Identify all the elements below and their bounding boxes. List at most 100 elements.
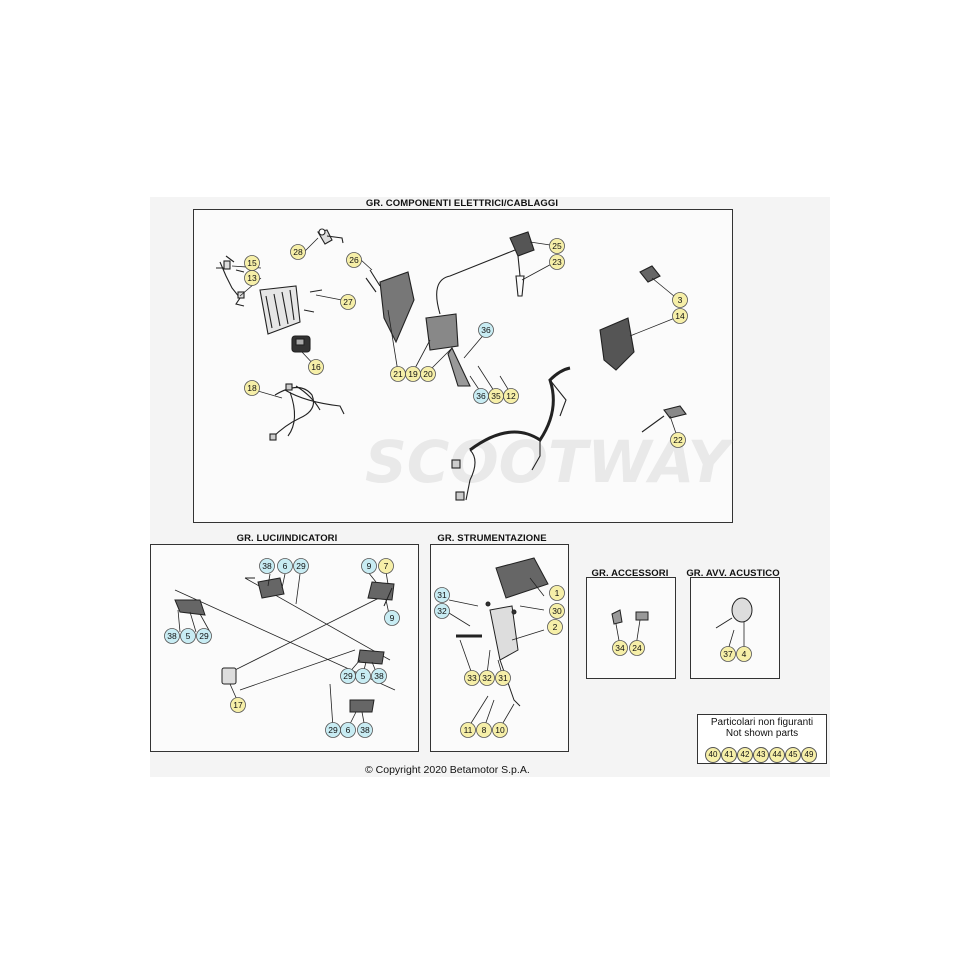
copyright-text: © Copyright 2020 Betamotor S.p.A. bbox=[365, 764, 530, 776]
voltage-regulator-part bbox=[259, 285, 323, 335]
callout-number: 27 bbox=[343, 297, 353, 307]
callout-circle bbox=[420, 366, 436, 382]
callout-circle bbox=[196, 628, 212, 644]
callout-circle bbox=[308, 359, 324, 375]
callout-number: 32 bbox=[482, 673, 492, 683]
callout-number: 21 bbox=[393, 369, 403, 379]
callout-circle bbox=[736, 646, 752, 662]
callout-circle bbox=[720, 646, 736, 662]
callout-circle bbox=[340, 294, 356, 310]
not-shown-badge: 41 bbox=[721, 747, 737, 763]
callout-number: 9 bbox=[390, 613, 395, 623]
accessories-panel bbox=[586, 577, 676, 679]
callout-number: 17 bbox=[233, 700, 243, 710]
callout-circle bbox=[384, 610, 400, 626]
callout-number: 24 bbox=[632, 643, 642, 653]
callout-circle bbox=[479, 670, 495, 686]
callout-number: 34 bbox=[615, 643, 625, 653]
callout-circle bbox=[547, 619, 563, 635]
callout-number: 4 bbox=[742, 649, 747, 659]
callout-circle bbox=[434, 587, 450, 603]
small-harness-part bbox=[216, 255, 245, 307]
callout-number: 35 bbox=[491, 391, 501, 401]
callout-number: 26 bbox=[349, 255, 359, 265]
callout-number: 12 bbox=[506, 391, 516, 401]
long-harness-part bbox=[451, 366, 571, 501]
callout-circle bbox=[549, 603, 565, 619]
lights-drawing bbox=[174, 571, 396, 729]
callout-circle bbox=[672, 308, 688, 324]
callout-number: 29 bbox=[343, 671, 353, 681]
callout-number: 11 bbox=[464, 725, 473, 735]
callout-number: 38 bbox=[374, 671, 384, 681]
callout-circle bbox=[672, 292, 688, 308]
sensor-part bbox=[641, 405, 687, 433]
callout-circle bbox=[503, 388, 519, 404]
callout-number: 13 bbox=[247, 273, 257, 283]
callout-number: 29 bbox=[296, 561, 306, 571]
callout-number: 1 bbox=[555, 588, 560, 598]
callout-circle bbox=[434, 603, 450, 619]
ignition-coil-part bbox=[365, 249, 516, 387]
not-shown-line2: Not shown parts bbox=[725, 728, 799, 739]
callout-number: 30 bbox=[552, 606, 562, 616]
callout-circle bbox=[346, 252, 362, 268]
callout-number: 29 bbox=[328, 725, 338, 735]
callout-circle bbox=[293, 558, 309, 574]
callout-circle bbox=[476, 722, 492, 738]
callout-number: 20 bbox=[423, 369, 433, 379]
not-shown-badge: 42 bbox=[737, 747, 753, 763]
not-shown-badge: 44 bbox=[769, 747, 785, 763]
callout-circle bbox=[670, 432, 686, 448]
callout-number: 6 bbox=[346, 725, 351, 735]
instruments-panel-title: GR. STRUMENTAZIONE bbox=[437, 533, 547, 544]
callout-number: 22 bbox=[673, 435, 683, 445]
callout-number: 15 bbox=[247, 258, 257, 268]
ecu-part bbox=[599, 265, 661, 371]
callout-number: 38 bbox=[167, 631, 177, 641]
small-parts-drawing bbox=[611, 597, 753, 651]
main-panel-title: GR. COMPONENTI ELETTRICI/CABLAGGI bbox=[365, 198, 559, 209]
callout-number: 28 bbox=[293, 247, 303, 257]
callout-circle bbox=[277, 558, 293, 574]
not-shown-badge: 43 bbox=[753, 747, 769, 763]
callout-circle bbox=[378, 558, 394, 574]
callout-number: 37 bbox=[723, 649, 733, 659]
instruments-drawing bbox=[448, 557, 549, 729]
callout-circle bbox=[290, 244, 306, 260]
callout-number: 36 bbox=[481, 325, 491, 335]
callout-number: 8 bbox=[482, 725, 487, 735]
lights-panel bbox=[150, 544, 419, 752]
callout-number: 38 bbox=[262, 561, 272, 571]
callout-circle bbox=[478, 322, 494, 338]
callout-circle bbox=[340, 722, 356, 738]
callout-number: 14 bbox=[675, 311, 685, 321]
relay-part bbox=[291, 335, 311, 353]
callout-number: 2 bbox=[553, 622, 558, 632]
callout-number: 6 bbox=[283, 561, 288, 571]
callout-number: 23 bbox=[552, 257, 562, 267]
callout-number: 25 bbox=[552, 241, 562, 251]
callout-circle bbox=[460, 722, 476, 738]
clutch-switch-part bbox=[317, 228, 344, 245]
callout-number: 5 bbox=[186, 631, 191, 641]
callout-number: 36 bbox=[476, 391, 486, 401]
callout-circle bbox=[371, 668, 387, 684]
callout-number: 3 bbox=[678, 295, 683, 305]
lights-panel-title: GR. LUCI/INDICATORI bbox=[236, 533, 338, 544]
callout-circle bbox=[244, 380, 260, 396]
horn-panel bbox=[690, 577, 780, 679]
callout-circle bbox=[355, 668, 371, 684]
accessories-panel-title: GR. ACCESSORI bbox=[591, 568, 669, 579]
not-shown-badge: 40 bbox=[705, 747, 721, 763]
not-shown-badge: 49 bbox=[801, 747, 817, 763]
callout-number: 5 bbox=[361, 671, 366, 681]
callout-circle bbox=[612, 640, 628, 656]
horn-panel-title: GR. AVV. ACUSTICO bbox=[686, 568, 780, 579]
callout-number: 33 bbox=[467, 673, 477, 683]
callout-number: 31 bbox=[498, 673, 508, 683]
callout-number: 10 bbox=[495, 725, 505, 735]
callout-number: 38 bbox=[360, 725, 370, 735]
